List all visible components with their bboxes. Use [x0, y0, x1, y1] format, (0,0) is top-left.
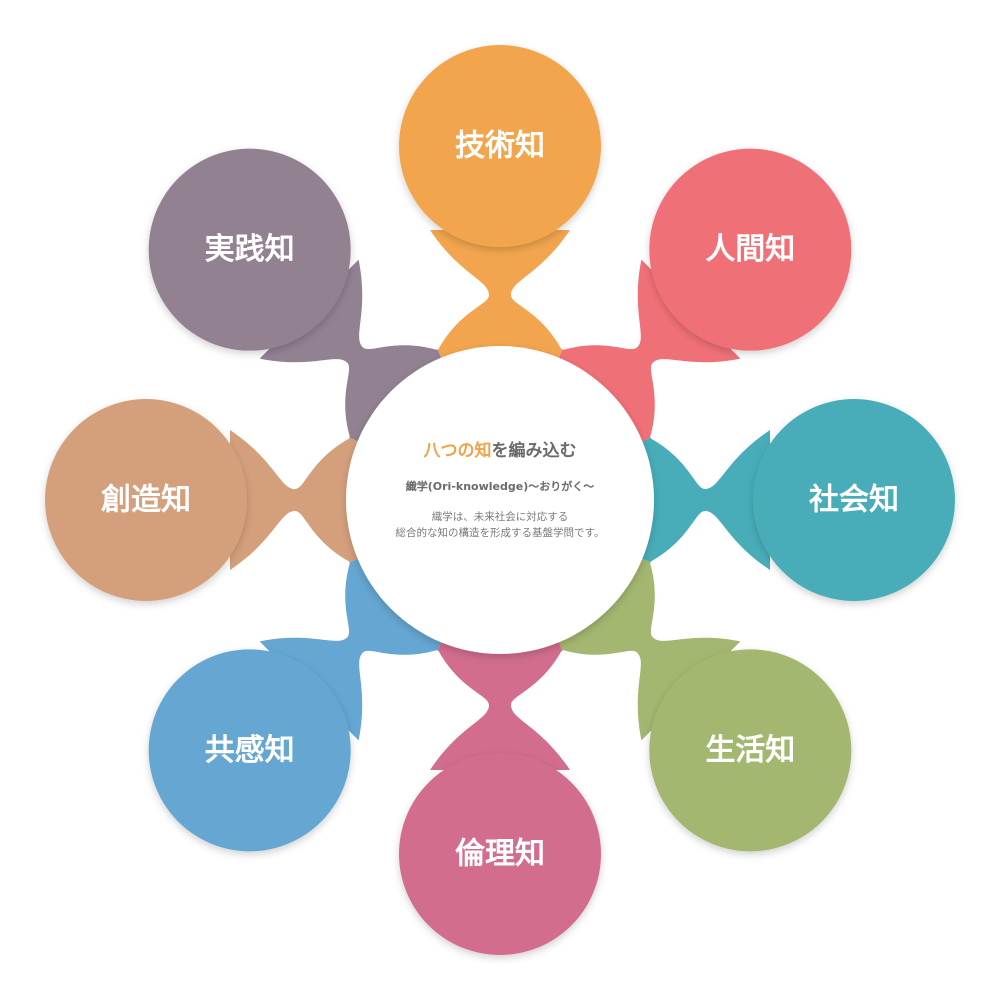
- node-8: 実践知: [148, 148, 351, 351]
- node-label: 創造知: [101, 483, 191, 518]
- node-5: 倫理知: [399, 753, 601, 955]
- ring-segment-5: [437, 641, 563, 663]
- node-6: 共感知: [148, 649, 351, 852]
- node-label: 実践知: [205, 232, 295, 267]
- connector-5: [430, 650, 570, 770]
- node-7: 創造知: [45, 399, 247, 601]
- center-circle: [346, 346, 654, 654]
- color-ring: [337, 337, 663, 663]
- node-label: 社会知: [809, 483, 899, 518]
- node-circle: [45, 399, 247, 601]
- node-circle: [148, 148, 351, 351]
- center-title: 八つの知を編み込む: [424, 440, 577, 461]
- node-circle: [753, 399, 955, 601]
- connector-1: [430, 230, 570, 350]
- node-circle: [148, 649, 351, 852]
- node-label: 生活知: [705, 733, 795, 768]
- ring-segment-1: [437, 337, 563, 359]
- connector-3: [650, 430, 770, 570]
- center-description-line2: 総合的な知の構造を形成する基盤学問です。: [396, 526, 605, 539]
- node-label: 人間知: [705, 232, 795, 267]
- connector-7: [230, 430, 350, 570]
- center-title-highlight: 八つの知: [424, 440, 492, 461]
- node-1: 技術知: [399, 45, 601, 247]
- center-description-line1: 織学は、未来社会に対応する: [432, 510, 569, 523]
- ring-segment-8: [349, 349, 442, 442]
- node-label: 技術知: [455, 129, 545, 164]
- ring-segment-7: [337, 437, 359, 563]
- node-4: 生活知: [649, 649, 852, 852]
- node-3: 社会知: [753, 399, 955, 601]
- center-subtitle: 織学(Ori-knowledge)～おりがく～: [406, 479, 594, 493]
- ring-segment-4: [558, 558, 651, 651]
- node-label: 共感知: [205, 733, 295, 768]
- node-label: 倫理知: [455, 837, 545, 872]
- node-circle: [649, 649, 852, 852]
- ring-segment-2: [558, 349, 651, 442]
- node-circle: [649, 148, 852, 351]
- ring-segment-3: [641, 437, 663, 563]
- node-2: 人間知: [649, 148, 852, 351]
- node-circle: [399, 753, 601, 955]
- ring-segment-6: [349, 558, 442, 651]
- node-circle: [399, 45, 601, 247]
- center-title-rest: を編み込む: [492, 440, 577, 461]
